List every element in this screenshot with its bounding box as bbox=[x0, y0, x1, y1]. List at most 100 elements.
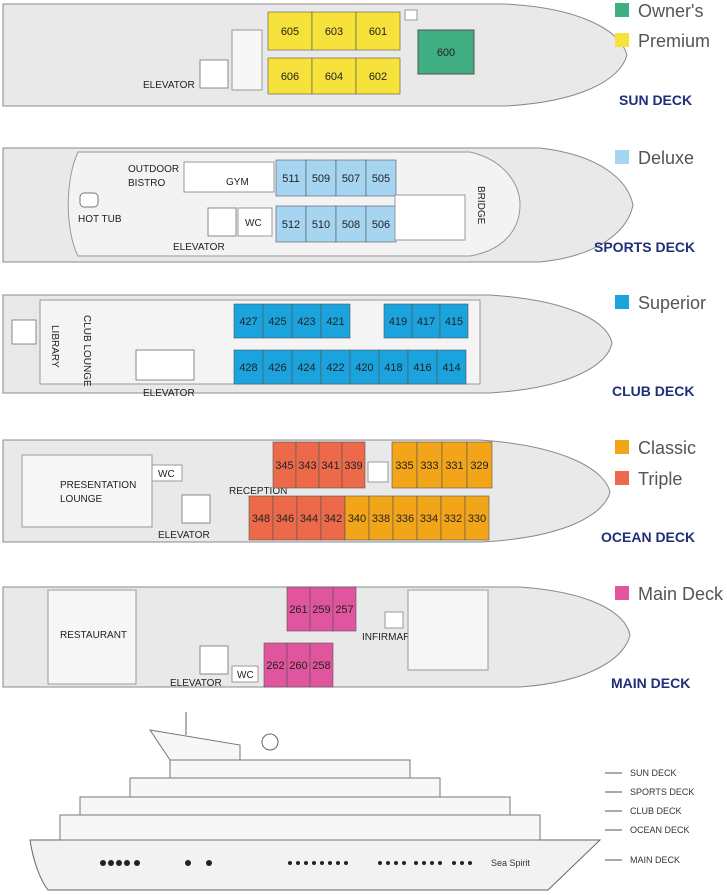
sun-elevator-shaft bbox=[231, 29, 263, 91]
main-forward-rooms bbox=[407, 589, 489, 671]
cabin-number-330: 330 bbox=[468, 513, 486, 525]
porthole bbox=[108, 860, 114, 866]
legend-swatch-owners bbox=[615, 3, 629, 17]
cabin-428 bbox=[233, 349, 264, 385]
porthole bbox=[320, 861, 324, 865]
club-stairs-aft bbox=[11, 319, 37, 345]
cabin-329 bbox=[466, 441, 493, 489]
porthole bbox=[344, 861, 348, 865]
cabin-602 bbox=[355, 57, 401, 95]
cabin-427 bbox=[233, 303, 264, 339]
cabin-258 bbox=[309, 642, 334, 688]
ship-hull-profile bbox=[29, 839, 602, 891]
cabin-421 bbox=[320, 303, 351, 339]
legend-item-triple: Triple bbox=[615, 469, 682, 489]
cabin-330 bbox=[464, 495, 490, 541]
profile-deck-label: SPORTS DECK bbox=[630, 787, 694, 797]
legend-swatch-triple bbox=[615, 471, 629, 485]
profile-deck-label: MAIN DECK bbox=[630, 855, 680, 865]
main-elevator-label: ELEVATOR bbox=[170, 678, 222, 689]
porthole bbox=[452, 861, 456, 865]
porthole bbox=[206, 860, 212, 866]
sports-wc-room bbox=[237, 207, 273, 237]
club-elevator-stairs bbox=[135, 349, 195, 381]
cabin-number-343: 343 bbox=[298, 460, 316, 472]
porthole bbox=[378, 861, 382, 865]
porthole bbox=[386, 861, 390, 865]
cabin-number-261: 261 bbox=[289, 604, 307, 616]
cabin-511 bbox=[275, 159, 307, 197]
porthole bbox=[460, 861, 464, 865]
porthole bbox=[312, 861, 316, 865]
cabin-number-338: 338 bbox=[372, 513, 390, 525]
cabin-number-512: 512 bbox=[282, 219, 300, 231]
ship-club-level bbox=[79, 796, 511, 816]
sports-wc-label: WC bbox=[245, 218, 262, 229]
cabin-419 bbox=[383, 303, 413, 339]
profile-deck-label: CLUB DECK bbox=[630, 806, 682, 816]
cabin-422 bbox=[320, 349, 351, 385]
cabin-number-259: 259 bbox=[312, 604, 330, 616]
ship-radar-dome bbox=[261, 733, 279, 751]
cabin-331 bbox=[441, 441, 468, 489]
legend-swatch-superior bbox=[615, 295, 629, 309]
sports-deck: HOT TUB OUTDOOR BISTRO GYM WC ELEVATOR 5… bbox=[2, 147, 695, 263]
legend-item-premium: Premium bbox=[615, 31, 710, 51]
ship-ocean-level bbox=[59, 814, 541, 841]
main-stairwell bbox=[384, 611, 404, 629]
porthole bbox=[100, 860, 106, 866]
cabin-334 bbox=[416, 495, 442, 541]
ship-sports-level bbox=[129, 777, 441, 798]
cabin-number-345: 345 bbox=[275, 460, 293, 472]
cabin-number-604: 604 bbox=[325, 71, 343, 83]
ocean-elevator-label: ELEVATOR bbox=[158, 530, 210, 541]
legend-swatch-premium bbox=[615, 33, 629, 47]
reception-label: RECEPTION bbox=[229, 486, 287, 497]
cabin-number-420: 420 bbox=[355, 362, 373, 374]
legend-label-deluxe: Deluxe bbox=[638, 148, 694, 168]
cabin-number-606: 606 bbox=[281, 71, 299, 83]
cabin-number-417: 417 bbox=[417, 316, 435, 328]
cabin-number-426: 426 bbox=[268, 362, 286, 374]
porthole bbox=[336, 861, 340, 865]
cabin-number-332: 332 bbox=[444, 513, 462, 525]
cabin-number-329: 329 bbox=[470, 460, 488, 472]
porthole bbox=[430, 861, 434, 865]
cabin-number-424: 424 bbox=[297, 362, 315, 374]
sports-elevator-label: ELEVATOR bbox=[173, 242, 225, 253]
presentation-label: PRESENTATION bbox=[60, 480, 136, 491]
ocean-wc-room bbox=[151, 464, 183, 482]
cabin-338 bbox=[368, 495, 394, 541]
cabin-number-257: 257 bbox=[335, 604, 353, 616]
porthole bbox=[422, 861, 426, 865]
cabin-number-262: 262 bbox=[266, 660, 284, 672]
cabin-512 bbox=[275, 205, 307, 243]
cabin-number-425: 425 bbox=[268, 316, 286, 328]
legend-label-superior: Superior bbox=[638, 293, 706, 313]
legend-label-triple: Triple bbox=[638, 469, 682, 489]
presentation-lounge-room bbox=[21, 454, 153, 528]
cabin-505 bbox=[365, 159, 397, 197]
sun-fixture bbox=[404, 9, 418, 21]
ocean-wc-label: WC bbox=[158, 469, 175, 480]
ocean-deck: PRESENTATION LOUNGE WC ELEVATOR RECEPTIO… bbox=[2, 439, 695, 545]
cabin-603 bbox=[311, 11, 357, 51]
main-wc-label: WC bbox=[237, 670, 254, 681]
cabin-605 bbox=[267, 11, 313, 51]
cabin-number-422: 422 bbox=[326, 362, 344, 374]
cabin-number-508: 508 bbox=[342, 219, 360, 231]
porthole bbox=[414, 861, 418, 865]
cabin-number-605: 605 bbox=[281, 26, 299, 38]
cabin-number-427: 427 bbox=[239, 316, 257, 328]
bistro-label: BISTRO bbox=[128, 178, 165, 189]
restaurant-label: RESTAURANT bbox=[60, 630, 127, 641]
cabin-348 bbox=[248, 495, 274, 541]
cabin-number-414: 414 bbox=[442, 362, 460, 374]
porthole bbox=[288, 861, 292, 865]
cabin-number-346: 346 bbox=[276, 513, 294, 525]
legend-item-owners: Owner's bbox=[615, 1, 703, 21]
cabin-number-340: 340 bbox=[348, 513, 366, 525]
cabin-number-601: 601 bbox=[369, 26, 387, 38]
legend-label-premium: Premium bbox=[638, 31, 710, 51]
